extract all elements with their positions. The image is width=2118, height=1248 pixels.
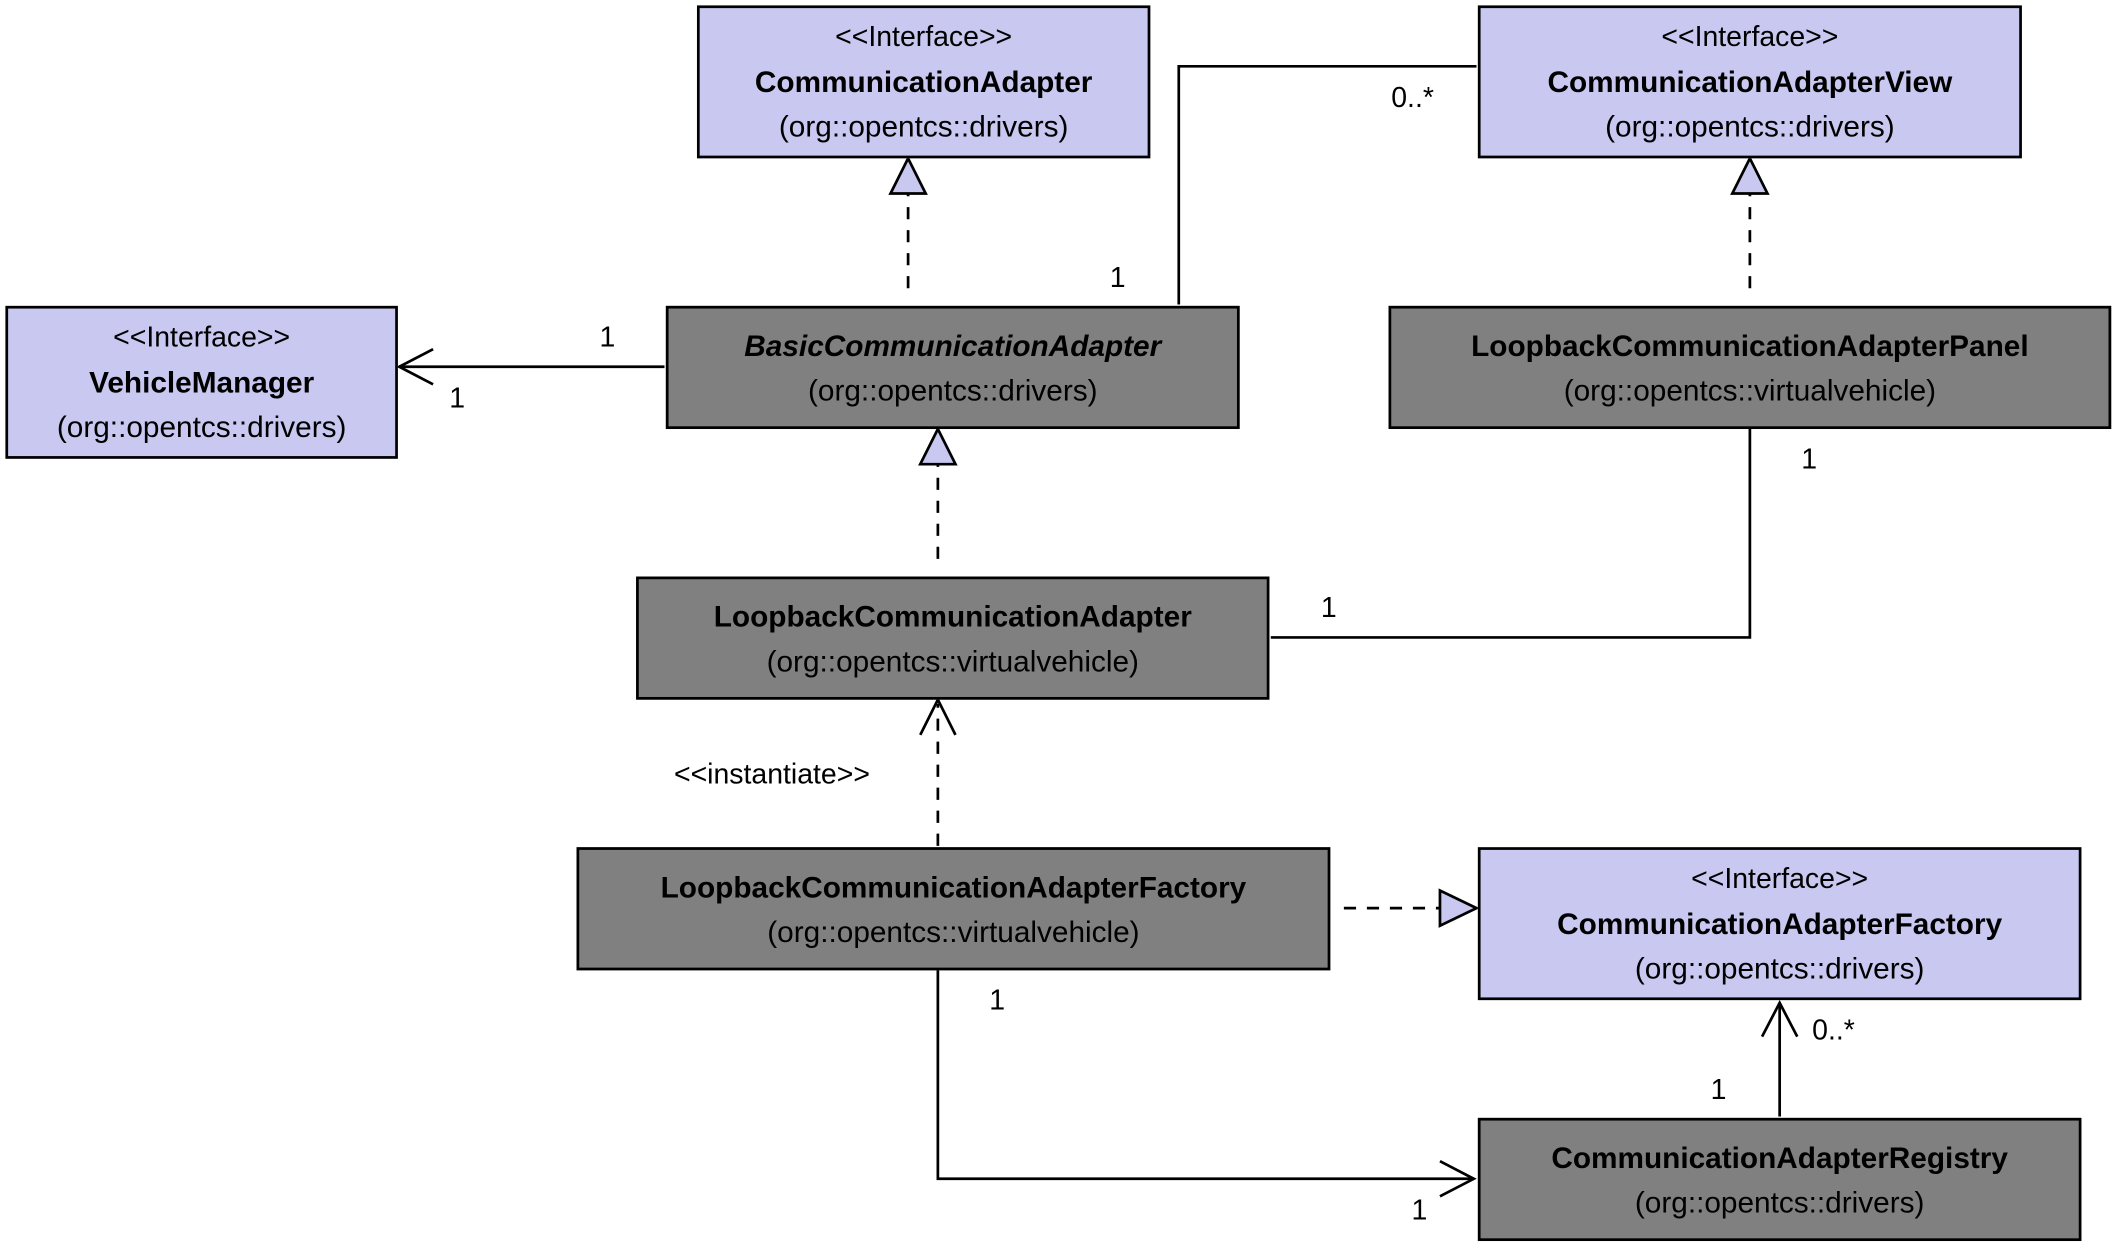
class-loopback-communication-adapter-factory[interactable]: LoopbackCommunicationAdapterFactory (org… [576, 847, 1331, 971]
association-basic-to-view [1177, 64, 1477, 305]
stereotype-label: <<Interface>> [835, 21, 1013, 53]
open-arrowhead-instantiate [919, 696, 957, 736]
open-arrowhead-vehicle-manager [396, 347, 434, 386]
class-communication-adapter-registry[interactable]: CommunicationAdapterRegistry (org::opent… [1477, 1117, 2082, 1242]
class-name: CommunicationAdapterFactory [1557, 906, 2003, 941]
class-name: LoopbackCommunicationAdapterFactory [660, 869, 1247, 904]
class-name: CommunicationAdapterRegistry [1551, 1140, 2008, 1175]
package-name: (org::opentcs::drivers) [807, 372, 1098, 407]
package-name: (org::opentcs::virtualvehicle) [1563, 372, 1937, 407]
package-name: (org::opentcs::virtualvehicle) [766, 643, 1139, 678]
class-name: CommunicationAdapterView [1547, 64, 1953, 99]
class-vehicle-manager[interactable]: <<Interface>> VehicleManager (org::opent… [5, 305, 398, 459]
class-name: VehicleManager [89, 365, 315, 400]
multiplicity-factory-registry-target: 1 [1411, 1195, 1428, 1227]
multiplicity-basic-view-target: 0..* [1391, 82, 1434, 114]
package-name: (org::opentcs::virtualvehicle) [767, 914, 1140, 949]
class-loopback-communication-adapter[interactable]: LoopbackCommunicationAdapter (org::opent… [636, 576, 1270, 700]
class-name: BasicCommunicationAdapter [744, 328, 1162, 363]
realization-arrowhead-adapter-factory [1438, 888, 1480, 928]
multiplicity-factory-registry-source: 1 [989, 985, 1006, 1017]
multiplicity-basic-view-source: 1 [1109, 262, 1126, 294]
multiplicity-registry-target: 0..* [1812, 1015, 1855, 1047]
realization-arrowhead-view [1730, 155, 1770, 195]
class-communication-adapter-factory[interactable]: <<Interface>> CommunicationAdapterFactor… [1477, 847, 2082, 1001]
multiplicity-basic-vehicle-source: 1 [599, 322, 616, 354]
class-loopback-communication-adapter-panel[interactable]: LoopbackCommunicationAdapterPanel (org::… [1388, 305, 2112, 430]
package-name: (org::opentcs::drivers) [1634, 951, 1925, 986]
stereotype-label: <<Interface>> [1691, 863, 1869, 895]
class-basic-communication-adapter[interactable]: BasicCommunicationAdapter (org::opentcs:… [665, 305, 1240, 430]
stereotype-label: <<Interface>> [113, 322, 291, 354]
multiplicity-registry-source: 1 [1710, 1074, 1727, 1106]
class-name: CommunicationAdapter [754, 64, 1093, 99]
package-name: (org::opentcs::drivers) [778, 109, 1069, 144]
package-name: (org::opentcs::drivers) [1634, 1184, 1925, 1219]
instantiate-label: <<instantiate>> [673, 759, 870, 791]
multiplicity-adapter: 1 [1320, 592, 1337, 624]
class-name: LoopbackCommunicationAdapterPanel [1471, 328, 2029, 363]
association-factory-to-registry [936, 970, 1474, 1181]
stereotype-label: <<Interface>> [1661, 21, 1839, 53]
open-arrowhead-registry [1439, 1159, 1477, 1198]
package-name: (org::opentcs::drivers) [1605, 109, 1895, 144]
open-arrowhead-adapter-factory [1760, 999, 1799, 1038]
multiplicity-panel: 1 [1801, 443, 1818, 476]
association-panel-to-adapter [1270, 429, 1752, 639]
multiplicity-basic-vehicle-target: 1 [449, 382, 466, 415]
class-communication-adapter[interactable]: <<Interface>> CommunicationAdapter (org:… [696, 5, 1151, 159]
package-name: (org::opentcs::drivers) [56, 410, 347, 444]
class-name: LoopbackCommunicationAdapter [713, 598, 1192, 633]
realization-arrowhead-communication-adapter [888, 155, 928, 195]
generalization-arrowhead-basic [918, 425, 958, 466]
class-communication-adapter-view[interactable]: <<Interface>> CommunicationAdapterView (… [1477, 5, 2022, 159]
